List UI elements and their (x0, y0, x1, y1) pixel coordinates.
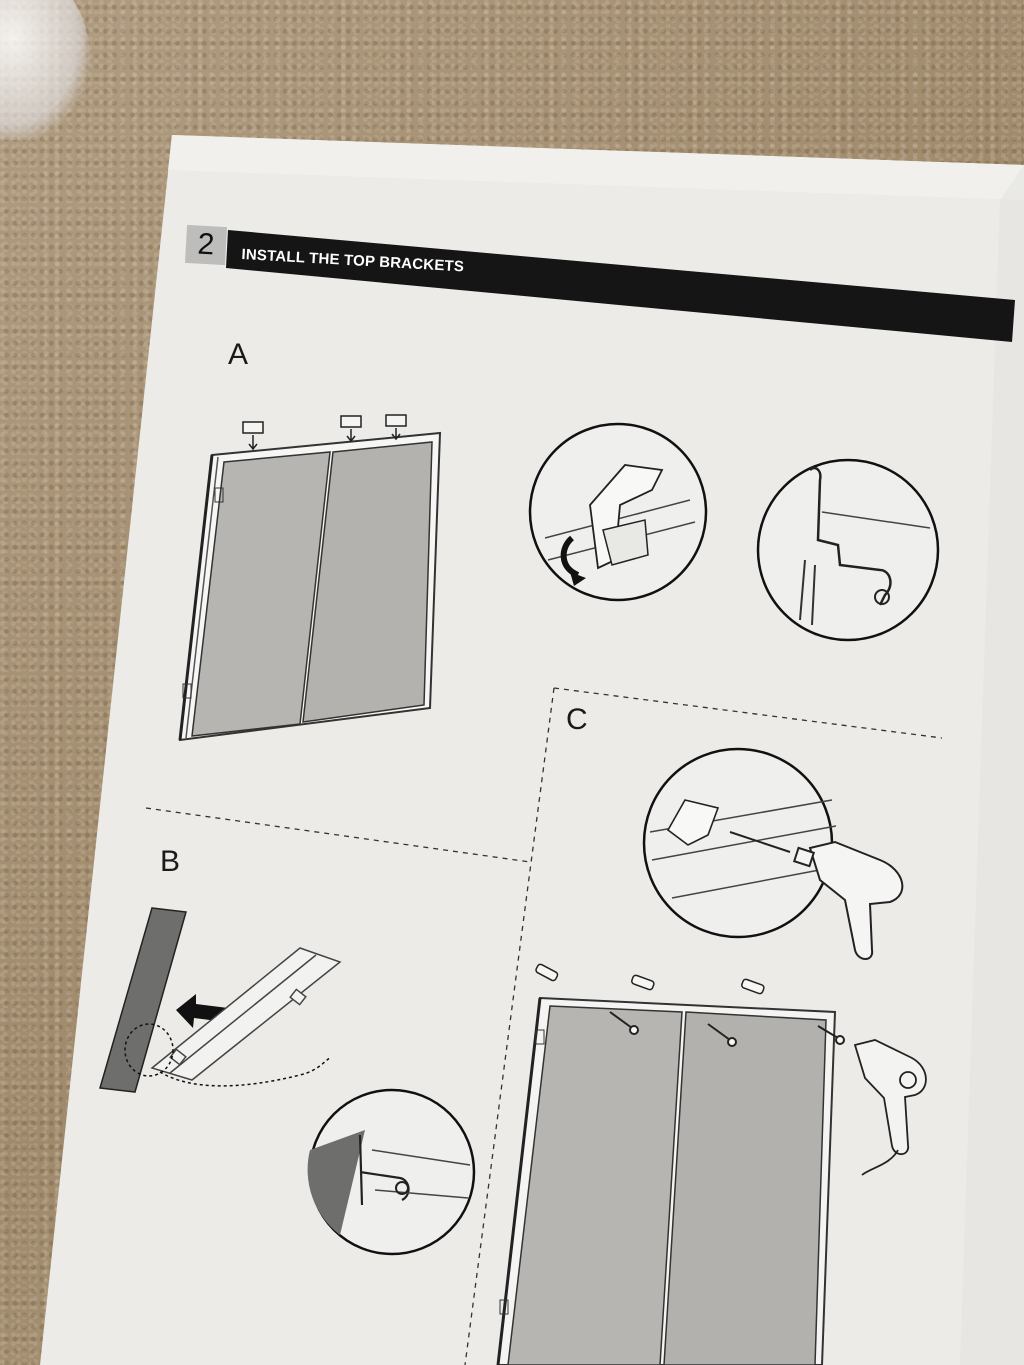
wall-panel-b (99, 907, 187, 1093)
cabinet-illustration-a (178, 431, 442, 742)
bracket-detail-circle-2 (756, 458, 940, 642)
bracket-detail-circle-1 (528, 422, 708, 602)
section-label-b: B (160, 845, 181, 878)
hook-highlight-b (124, 1023, 331, 1087)
header-bar (226, 230, 1015, 342)
rail-detail-circle-b (307, 1088, 476, 1256)
screws-c (609, 1011, 845, 1047)
rail-illustration-b (150, 947, 342, 1081)
drill-icon-large (792, 840, 904, 960)
section-label-c: C (566, 703, 588, 736)
cabinet-illustration-c (496, 996, 837, 1365)
step-number: 2 (184, 224, 228, 266)
section-dividers (145, 687, 943, 1365)
wall-anchors-c (535, 963, 765, 995)
drill-icon-small (853, 1039, 927, 1176)
section-label-a: A (228, 338, 249, 371)
top-brackets-a (242, 414, 407, 451)
